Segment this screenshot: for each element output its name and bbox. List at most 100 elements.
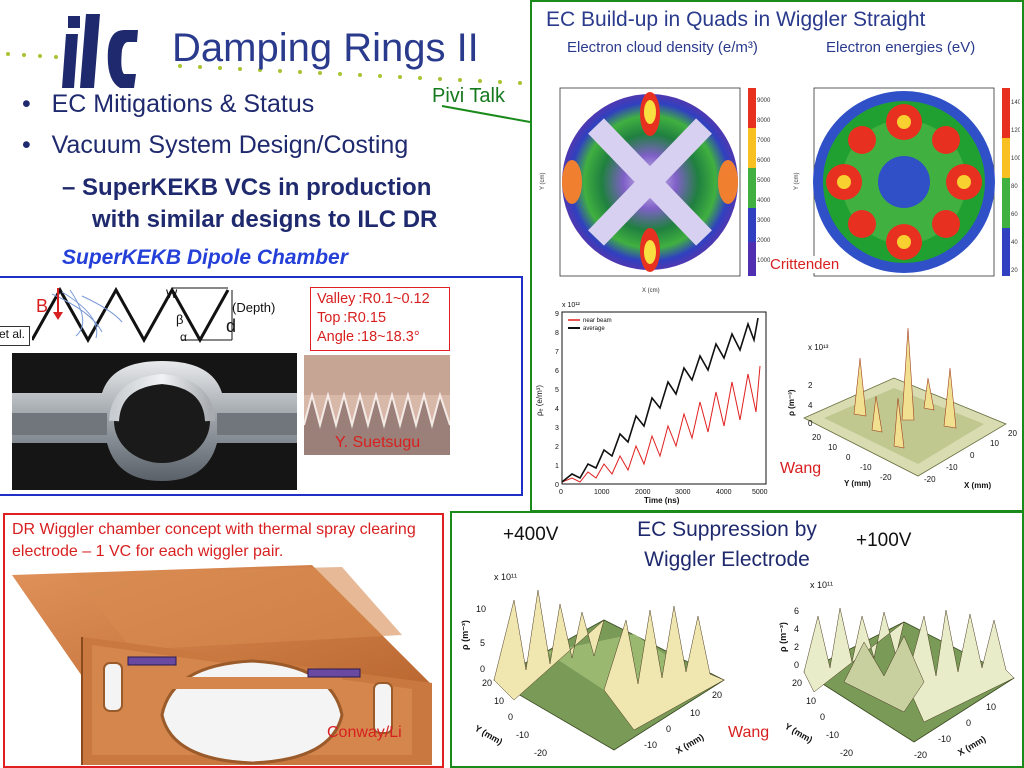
left-x-tick: 10 <box>690 708 700 718</box>
ec-suppression-title: EC Suppression by Wiggler Electrode <box>600 515 854 575</box>
density-scale-tick: 4000 <box>757 198 771 204</box>
left-y-tick: -20 <box>534 748 547 758</box>
buildup-x-tick: 4000 <box>716 489 732 496</box>
voltage-100-label: +100V <box>856 530 912 551</box>
suetsugu-credit: Y. Suetsugu <box>335 434 421 451</box>
surface-x-tick: 0 <box>970 451 975 460</box>
buildup-y-tick: 1 <box>555 463 559 470</box>
surface-x-tick: 10 <box>990 439 999 448</box>
buildup-y-tick: 8 <box>555 330 559 337</box>
left-y-tick: 20 <box>482 678 492 688</box>
right-y-tick: 0 <box>820 712 825 722</box>
surface-x-tick: -20 <box>924 475 936 484</box>
density-map: 9000 8000 7000 6000 5000 4000 3000 2000 … <box>540 87 771 294</box>
buildup-x-tick: 2000 <box>635 489 651 496</box>
alpha-label: α <box>180 330 187 344</box>
bullet-marker: • <box>22 131 31 159</box>
ec-surface-plot: x 10¹³ ρ (m⁻³) 4 2 0 20 10 0 -10 -20 Y (… <box>787 327 1017 490</box>
buildup-y-tick: 5 <box>555 387 559 394</box>
wang-credit-bottom: Wang <box>728 724 770 741</box>
depth-label: (Depth) <box>232 300 276 315</box>
b-field-label: B <box>36 296 49 316</box>
groove-schematic <box>32 286 233 344</box>
dipole-chamber-photo <box>12 353 297 490</box>
left-y-tick: 0 <box>508 712 513 722</box>
legend-near-beam: near beam <box>583 318 612 324</box>
w-label: W <box>166 287 178 301</box>
sub-bullet-marker: – <box>62 174 76 201</box>
ec-buildup-plot: x 10¹² 0 1 2 3 4 5 6 7 8 9 0 1000 2000 3… <box>535 302 768 505</box>
surface-y-label: Y (mm) <box>844 479 871 488</box>
energy-scale-tick: 40 <box>1011 240 1018 246</box>
surface-x-label: X (mm) <box>964 481 991 490</box>
ec-suppression-panel <box>450 511 1024 768</box>
buildup-y-tick: 4 <box>555 406 559 413</box>
d-label: d <box>226 316 237 336</box>
wiggler-chamber-render <box>12 565 432 765</box>
surface-y-tick: -20 <box>880 473 892 482</box>
energy-scale-tick: 120 <box>1011 128 1020 134</box>
density-subtitle: Electron cloud density (e/m³) <box>567 39 758 56</box>
left-x-label: X (mm) <box>674 732 705 756</box>
bullet-vacuum-system: • Vacuum System Design/Costing <box>22 131 408 160</box>
conway-li-credit: Conway/Li <box>327 724 402 741</box>
buildup-y-tick: 9 <box>555 311 559 318</box>
density-scale-tick: 2000 <box>757 238 771 244</box>
buildup-y-tick: 6 <box>555 368 559 375</box>
buildup-y-exp: x 10¹² <box>562 302 581 309</box>
sub-bullet-superkekb: – SuperKEKB VCs in production with simil… <box>62 172 437 236</box>
wiggler-chamber-panel <box>3 513 444 768</box>
left-y-tick: -10 <box>516 730 529 740</box>
left-y-label: Y (mm) <box>473 723 504 747</box>
right-z-tick: 6 <box>794 606 799 616</box>
right-exp: x 10¹¹ <box>810 580 833 590</box>
surface-y-tick: -10 <box>860 463 872 472</box>
left-z-tick: 0 <box>480 664 485 674</box>
slide-title: Damping Rings II <box>172 26 479 70</box>
left-z-label: ρ (m⁻³) <box>460 620 470 650</box>
left-y-tick: 10 <box>494 696 504 706</box>
right-x-tick: 0 <box>966 718 971 728</box>
right-y-label: Y (mm) <box>783 721 814 745</box>
energy-map: 140 120 100 80 60 40 20 Y (cm) <box>794 87 1020 277</box>
surface-z-label: ρ (m⁻³) <box>787 389 796 416</box>
beta-label: β <box>176 312 184 327</box>
suppression-line2: Wiggler Electrode <box>644 548 810 571</box>
buildup-y-tick: 7 <box>555 349 559 356</box>
right-x-label: X (mm) <box>956 734 987 758</box>
ec-buildup-title: EC Build-up in Quads in Wiggler Straight <box>546 8 926 31</box>
dipole-chamber-label: SuperKEKB Dipole Chamber <box>62 246 348 269</box>
density-scale-tick: 9000 <box>757 98 771 104</box>
density-scale-tick: 3000 <box>757 218 771 224</box>
surface-z-tick: 2 <box>808 381 813 390</box>
bullet-marker: • <box>22 90 31 118</box>
left-x-tick: 20 <box>712 690 722 700</box>
density-map-x-axis: X (cm) <box>642 288 660 294</box>
right-z-tick: 0 <box>794 660 799 670</box>
voltage-400-label: +400V <box>503 524 559 545</box>
buildup-y-tick: 0 <box>555 482 559 489</box>
buildup-x-label: Time (ns) <box>644 496 680 505</box>
buildup-y-tick: 3 <box>555 425 559 432</box>
right-y-tick: -10 <box>826 730 839 740</box>
sub-bullet-line1: SuperKEKB VCs in production <box>82 174 432 201</box>
pivi-talk-label: Pivi Talk <box>432 85 505 107</box>
density-scale-tick: 8000 <box>757 118 771 124</box>
surface-x-tick: 20 <box>1008 429 1017 438</box>
energy-map-y-axis: Y (cm) <box>794 172 800 190</box>
left-z-tick: 10 <box>476 604 486 614</box>
surface-z-tick: 0 <box>808 419 813 428</box>
ilc-logo <box>62 14 138 88</box>
right-x-tick: 10 <box>986 702 996 712</box>
groove-spec-box: Valley :R0.1~0.12 Top :R0.15 Angle :18~1… <box>310 287 450 351</box>
pivi-pointer-line <box>441 105 531 123</box>
right-z-tick: 4 <box>794 624 799 634</box>
energy-scale-tick: 100 <box>1011 156 1020 162</box>
suppression-surface-100v: x 10¹¹ ρ (m⁻³) 6 4 2 0 20 10 0 -10 -20 Y… <box>778 580 1015 760</box>
valley-spec: Valley :R0.1~0.12 <box>317 291 430 307</box>
right-y-tick: -20 <box>840 748 853 758</box>
right-y-tick: 10 <box>806 696 816 706</box>
left-x-tick: -10 <box>644 740 657 750</box>
energy-subtitle: Electron energies (eV) <box>826 39 976 56</box>
left-x-tick: 0 <box>666 724 671 734</box>
